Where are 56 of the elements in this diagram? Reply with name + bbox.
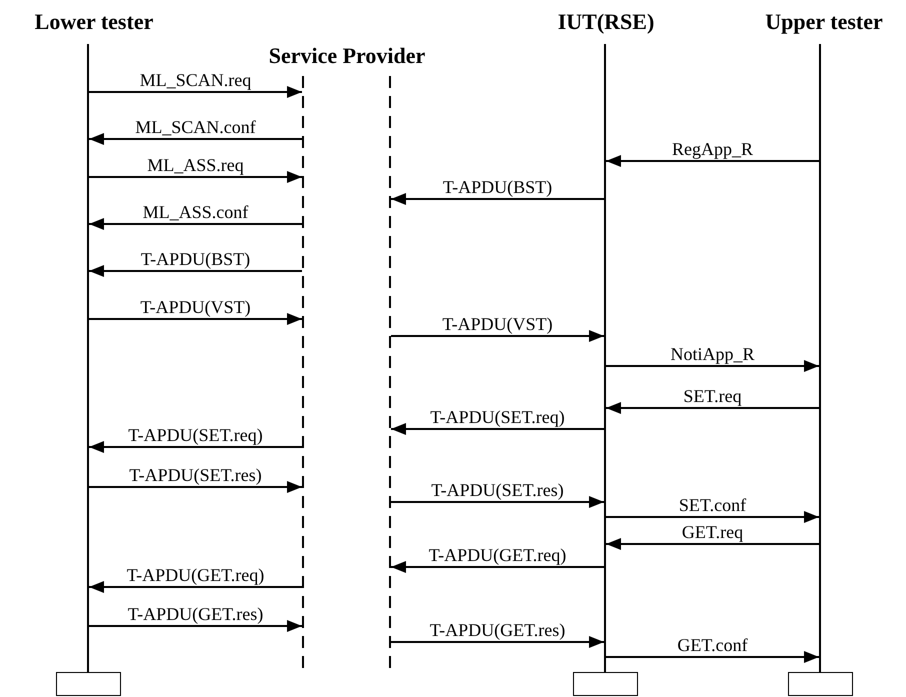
edge-label: ML_ASS.req bbox=[147, 155, 244, 175]
message-arrow bbox=[89, 620, 302, 632]
lifeline-title: IUT(RSE) bbox=[558, 10, 654, 34]
lifeline-title: Service Provider bbox=[268, 44, 426, 68]
message-arrow bbox=[606, 511, 819, 523]
edge-label: ML_SCAN.conf bbox=[135, 117, 256, 137]
message-arrow bbox=[89, 313, 302, 325]
message-arrow bbox=[606, 651, 819, 663]
lifeline bbox=[302, 76, 304, 668]
message-arrow bbox=[606, 538, 819, 550]
edge-label: T-APDU(SET.req) bbox=[430, 407, 565, 427]
message-arrow bbox=[89, 481, 302, 493]
lifeline-end-box bbox=[788, 672, 853, 696]
edge-label: T-APDU(GET.req) bbox=[428, 545, 566, 565]
lifeline-title: Lower tester bbox=[34, 10, 154, 34]
lifeline bbox=[389, 76, 391, 668]
message-arrow bbox=[89, 441, 302, 453]
edge-label: T-APDU(SET.req) bbox=[128, 425, 263, 445]
lifeline bbox=[819, 44, 821, 672]
edge-label: T-APDU(GET.res) bbox=[128, 604, 264, 624]
edge-label: ML_SCAN.req bbox=[140, 70, 252, 90]
message-arrow bbox=[606, 155, 819, 167]
edge-label: NotiApp_R bbox=[670, 344, 754, 364]
edge-label: T-APDU(BST) bbox=[442, 177, 552, 197]
message-arrow bbox=[89, 86, 302, 98]
edge-label: T-APDU(SET.res) bbox=[431, 480, 564, 500]
edge-label: T-APDU(VST) bbox=[442, 314, 553, 334]
message-arrow bbox=[391, 193, 604, 205]
lifeline bbox=[604, 44, 606, 672]
edge-label: SET.req bbox=[683, 386, 742, 406]
message-arrow bbox=[89, 171, 302, 183]
message-arrow bbox=[391, 636, 604, 648]
edge-label: T-APDU(GET.req) bbox=[126, 565, 264, 585]
edge-label: T-APDU(SET.res) bbox=[129, 465, 262, 485]
message-arrow bbox=[391, 561, 604, 573]
lifeline bbox=[87, 44, 89, 672]
message-arrow bbox=[606, 360, 819, 372]
message-arrow bbox=[89, 133, 302, 145]
edge-label: T-APDU(GET.res) bbox=[430, 620, 566, 640]
lifeline-title: Upper tester bbox=[765, 10, 883, 34]
edge-label: RegApp_R bbox=[672, 139, 753, 159]
lifeline-end-box bbox=[573, 672, 638, 696]
edge-label: SET.conf bbox=[678, 495, 746, 515]
edge-label: T-APDU(VST) bbox=[140, 297, 251, 317]
edge-label: GET.req bbox=[682, 522, 744, 542]
edge-label: ML_ASS.conf bbox=[142, 202, 248, 222]
message-arrow bbox=[606, 402, 819, 414]
message-arrow bbox=[89, 265, 302, 277]
message-arrow bbox=[391, 496, 604, 508]
lifeline-end-box bbox=[56, 672, 121, 696]
message-arrow bbox=[391, 330, 604, 342]
message-arrow bbox=[89, 581, 302, 593]
message-arrow bbox=[391, 423, 604, 435]
message-arrow bbox=[89, 218, 302, 230]
edge-label: GET.conf bbox=[677, 635, 748, 655]
edge-label: T-APDU(BST) bbox=[140, 249, 250, 269]
